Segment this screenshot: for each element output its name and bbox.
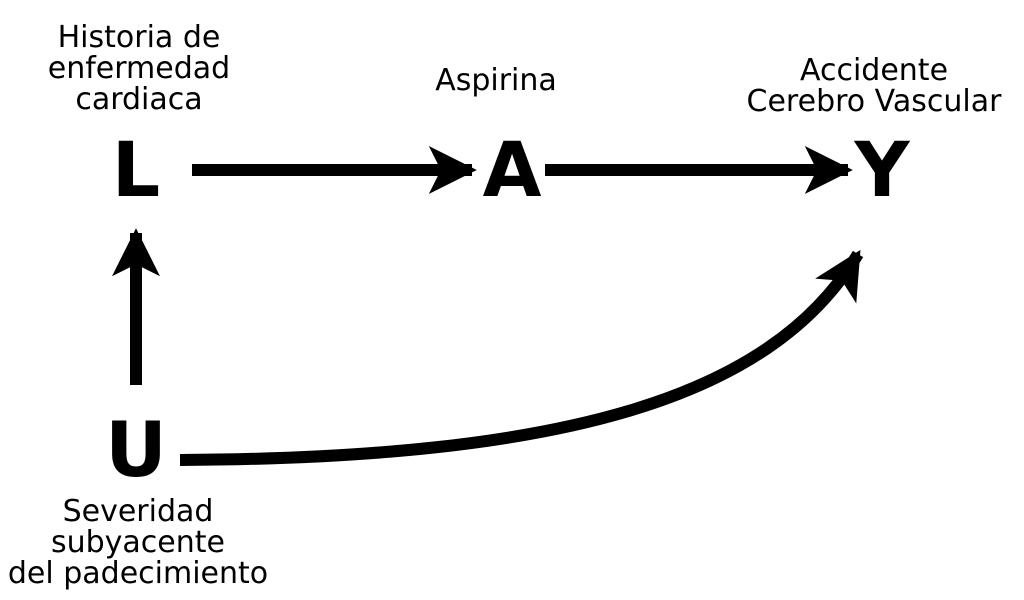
- node-a: A: [482, 125, 542, 214]
- label-l-historia: Historia de enfermedad cardiaca: [14, 22, 264, 115]
- label-l-line-2: enfermedad: [47, 51, 231, 86]
- label-y-line-2: Cerebro Vascular: [746, 84, 1002, 119]
- label-u-line-3: del padecimiento: [7, 556, 269, 591]
- node-l: L: [111, 125, 161, 214]
- label-y-line-1: Accidente: [799, 53, 949, 88]
- label-u-line-1: Severidad: [62, 494, 214, 529]
- label-l-line-1: Historia de: [57, 20, 221, 55]
- label-l-line-3: cardiaca: [75, 82, 203, 117]
- label-a-line-1: Aspirina: [435, 63, 557, 98]
- node-y: Y: [854, 125, 910, 214]
- label-u-severidad: Severidad subyacente del padecimiento: [0, 496, 276, 589]
- label-y-accidente: Accidente Cerebro Vascular: [734, 55, 1014, 117]
- label-u-line-2: subyacente: [50, 525, 225, 560]
- label-a-aspirina: Aspirina: [396, 65, 596, 96]
- node-u: U: [105, 405, 167, 494]
- edge-u-to-y: [179, 249, 864, 466]
